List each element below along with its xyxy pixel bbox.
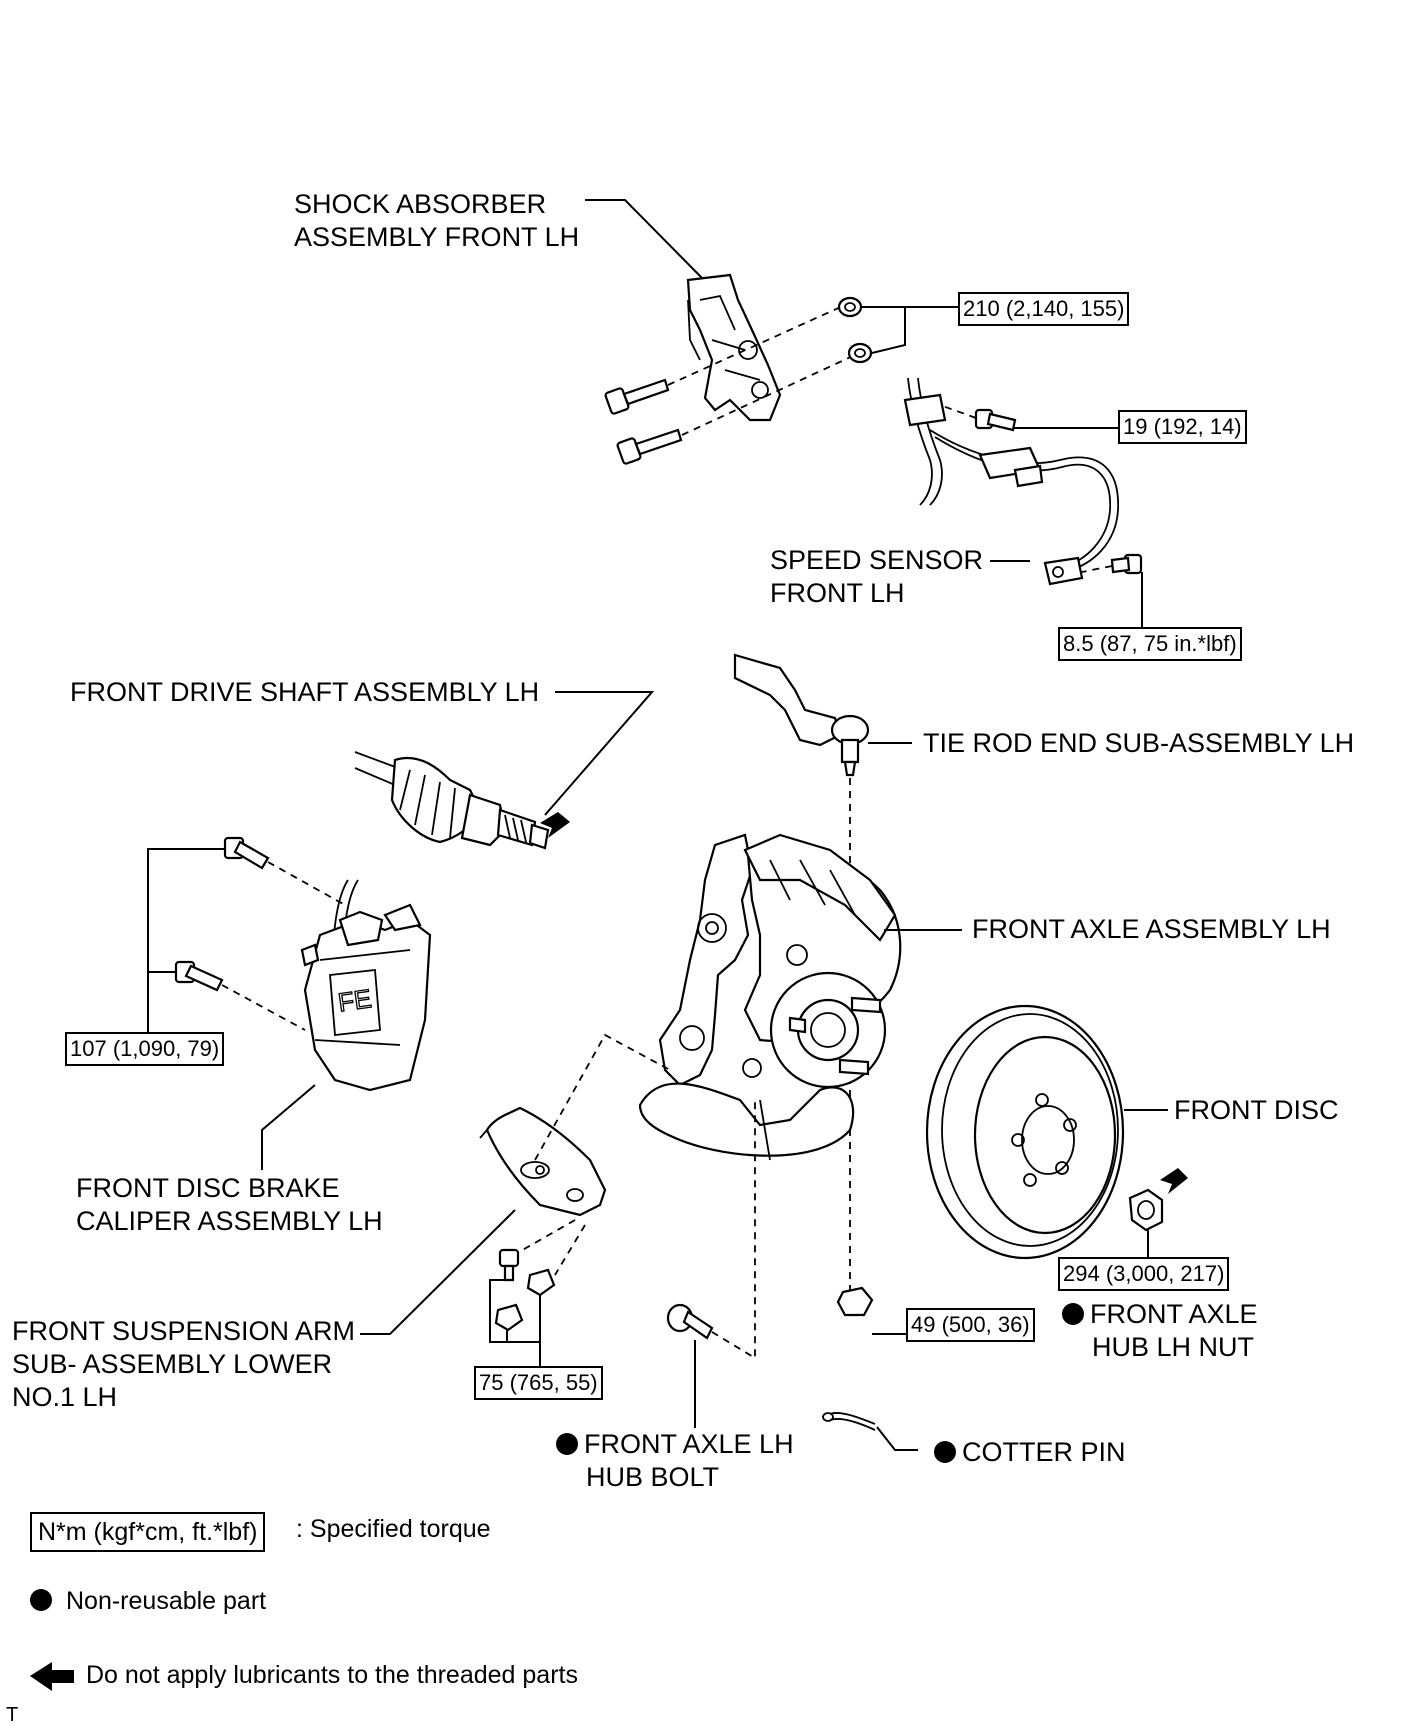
hub-nut-part [1128, 1188, 1164, 1232]
shock-absorber-part [686, 273, 782, 422]
shock-nut-lower [847, 342, 873, 364]
legend-arrow-icon [30, 1662, 74, 1691]
cotter-pin-part [822, 1412, 876, 1431]
label-caliper: FRONT DISC BRAKE CALIPER ASSEMBLY LH [76, 1173, 383, 1236]
label-hub-nut: FRONT AXLE HUB LH NUT [1062, 1298, 1258, 1364]
svg-text:FE: FE [336, 983, 373, 1017]
torque-shock: 210 (2,140, 155) [958, 292, 1130, 326]
label-hub-bolt: FRONT AXLE LH HUB BOLT [556, 1428, 794, 1494]
shock-bolt-lower [616, 428, 683, 465]
drive-shaft-part [354, 751, 550, 850]
caliper-bolt-lower [174, 960, 224, 992]
label-drive-shaft: FRONT DRIVE SHAFT ASSEMBLY LH [70, 677, 540, 707]
tie-rod-nut-part [836, 1286, 874, 1317]
corner-mark: T [6, 1704, 19, 1726]
lower-arm-nut-1 [526, 1268, 556, 1297]
tie-rod-end-part [733, 653, 870, 777]
label-tie-rod: TIE ROD END SUB-ASSEMBLY LH [923, 728, 1355, 758]
caliper-part: FE [300, 879, 432, 1092]
speed-sensor-part [903, 377, 1119, 586]
sensor-bracket-bolt [974, 408, 1017, 432]
torque-tie-rod-nut: 49 (500, 36) [906, 1308, 1035, 1342]
label-speed-sensor: SPEED SENSOR FRONT LH [770, 545, 984, 608]
shock-bolt-upper [604, 378, 670, 415]
nonreusable-dot-icon [556, 1433, 578, 1455]
front-disc-part [925, 1004, 1125, 1260]
label-front-disc: FRONT DISC [1174, 1095, 1339, 1125]
sensor-bolt [1110, 553, 1143, 575]
lower-arm-nut-2 [494, 1303, 524, 1332]
suspension-arm-part [479, 1106, 607, 1217]
no-lube-arrow-shaft [540, 812, 570, 838]
lower-arm-bolt-1 [498, 1248, 520, 1282]
nonreusable-dot-icon [934, 1441, 956, 1463]
legend-torque-unit: N*m (kgf*cm, ft.*lbf) [30, 1512, 266, 1552]
shock-nut-upper [837, 296, 863, 318]
front-axle-part [638, 833, 902, 1161]
label-front-axle: FRONT AXLE ASSEMBLY LH [972, 914, 1331, 944]
torque-caliper: 107 (1,090, 79) [65, 1032, 225, 1066]
torque-sensor-bracket: 19 (192, 14) [1118, 410, 1247, 444]
hub-bolt-part [666, 1303, 714, 1340]
label-shock-absorber: SHOCK ABSORBER ASSEMBLY FRONT LH [294, 189, 580, 252]
label-susp-arm: FRONT SUSPENSION ARM SUB- ASSEMBLY LOWER… [12, 1316, 356, 1412]
legend-no-lube: Do not apply lubricants to the threaded … [86, 1661, 578, 1689]
caliper-bolt-upper [223, 836, 270, 870]
legend-torque-desc: : Specified torque [296, 1515, 491, 1543]
nonreusable-dot-icon [1062, 1303, 1084, 1325]
label-cotter-pin: COTTER PIN [934, 1436, 1126, 1469]
no-lube-arrow-nut [1160, 1168, 1188, 1194]
legend-nonreusable: Non-reusable part [30, 1586, 266, 1616]
torque-hub-nut: 294 (3,000, 217) [1058, 1257, 1230, 1291]
legend-dot-icon [30, 1589, 52, 1611]
torque-sensor-bolt: 8.5 (87, 75 in.*lbf) [1058, 627, 1242, 661]
torque-lower-arm: 75 (765, 55) [474, 1366, 603, 1400]
